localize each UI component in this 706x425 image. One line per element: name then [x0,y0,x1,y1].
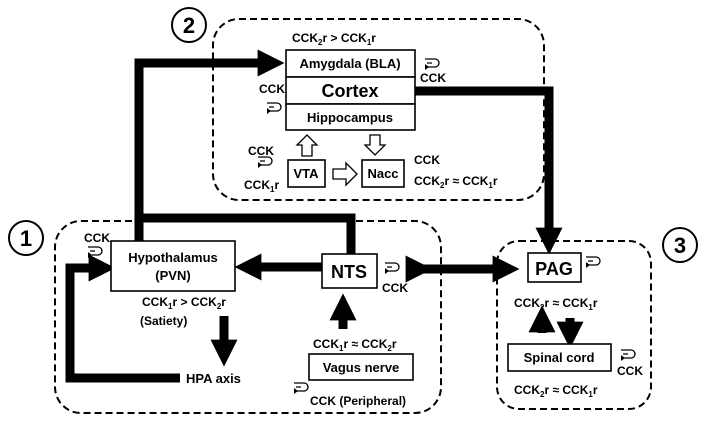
ratio-label-spinal: CCK2r ≈ CCK1r [514,383,598,399]
recurrent-loop-icon [88,246,103,258]
region-2-badge [171,7,207,43]
hypothalamus-box [110,240,236,292]
hippocampus-box [285,103,416,131]
ratio-label-pag: CCK2r ≈ CCK1r [514,296,598,312]
recurrent-loop-icon [385,262,400,274]
vta-to-nacc-hollow-arrow [332,161,358,187]
region-2-number: 2 [183,13,195,38]
recurrent-loop-icon [294,382,309,394]
nts-box [321,253,378,289]
recurrent-loop-icon [586,256,601,268]
region-3-number: 3 [674,233,686,258]
ratio-label-hypothalamus: CCK1r > CCK2r [142,295,226,311]
ratio-label-vagus: CCK1r ≈ CCK2r [313,337,397,353]
cortex-to-nacc-hollow-arrow [363,134,387,156]
amygdala-box [285,49,416,78]
cck-label-amygdala: CCK [420,71,446,85]
recurrent-loop-icon [267,102,282,114]
nts-label: NTS [331,262,367,282]
satiety-label: (Satiety) [140,314,187,328]
vta-box [287,159,326,188]
cck1r-label-vta: CCK1r [244,178,279,194]
vagus-nerve-label: Vagus nerve [323,360,400,375]
cortex-box [285,76,416,105]
cortex-label: Cortex [321,81,378,101]
hpa-axis-label: HPA axis [186,371,241,386]
region-1-badge [8,220,44,256]
vta-label: VTA [293,166,319,181]
amygdala-label: Amygdala (BLA) [299,56,400,71]
spinal-cord-label: Spinal cord [524,350,595,365]
recurrent-loop-icon [258,156,273,168]
vagus-nerve-box [308,353,414,381]
cck-label-spinal: CCK [617,364,643,378]
hypothalamus-label: Hypothalamus [128,250,218,265]
vta-to-cortex-hollow-arrow [295,134,319,157]
ratio-label-nacc: CCK2r ≈ CCK1r [414,174,498,190]
region-1-number: 1 [20,226,32,251]
cck-label-nts: CCK [382,281,408,295]
nacc-label: Nacc [367,166,398,181]
pag-box [527,252,582,283]
recurrent-loop-icon [425,58,440,70]
hypothalamus-to-amygdala-arrow [134,49,285,245]
cck-label-vta: CCK [248,144,274,158]
recurrent-loop-icon [621,349,636,361]
hippocampus-label: Hippocampus [307,110,393,125]
spinal-cord-box [507,343,612,372]
ratio-label-region2-top: CCK2r > CCK1r [292,31,376,47]
cortex-to-pag-arrow [415,86,563,255]
region-3-badge [662,227,698,263]
cck-label-nacc: CCK [414,153,440,167]
peripheral-cck-label: CCK (Peripheral) [310,394,406,408]
region-2-outline [212,18,545,201]
cck-label-hypothalamus: CCK [84,231,110,245]
pag-label: PAG [535,259,573,279]
nts-to-region2-connector [139,213,356,262]
hpa-feedback-arrow [65,254,180,383]
nacc-box [361,159,405,188]
cck-label-cortex: CCK [259,82,285,96]
region-3-outline [496,240,652,410]
hypothalamus-subtitle: (PVN) [155,268,190,283]
